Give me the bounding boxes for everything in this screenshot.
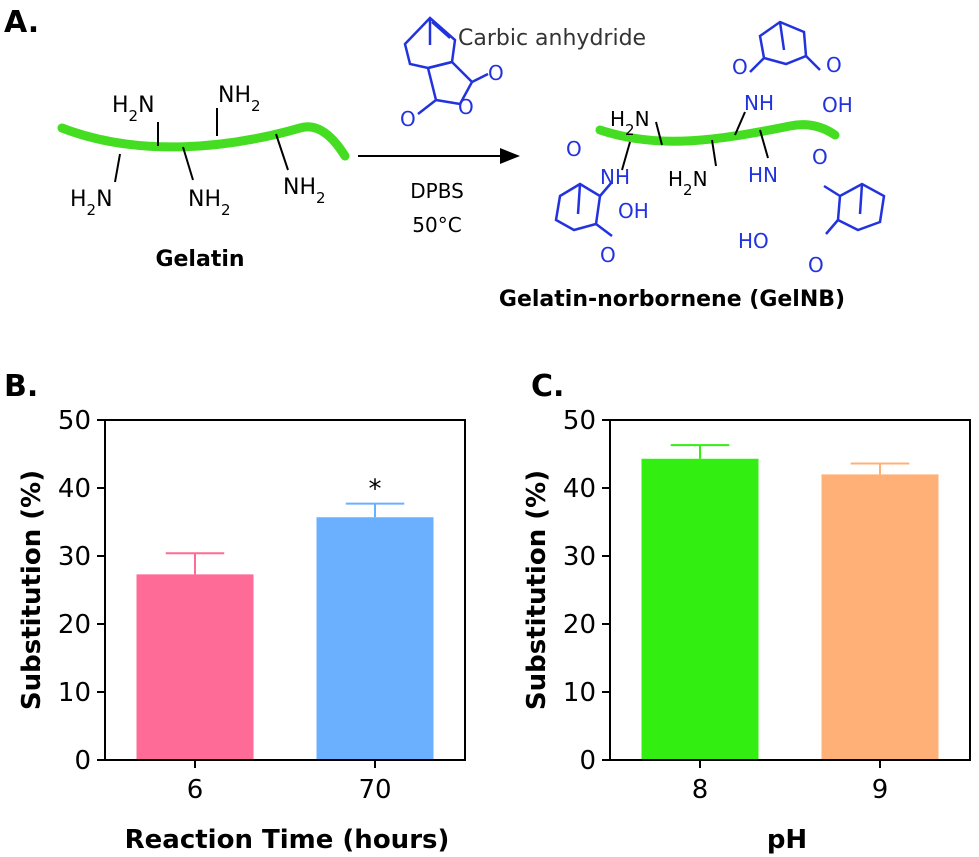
condition-temperature: 50°C <box>412 213 461 237</box>
acid-label: HO <box>738 229 769 253</box>
amide-label: HN <box>748 163 778 187</box>
y-tick-label: 40 <box>563 474 596 504</box>
y-axis-label: Substitution (%) <box>17 470 47 710</box>
oxygen-label: O <box>566 137 582 161</box>
arrow-head-icon <box>500 148 520 164</box>
bar <box>136 574 254 760</box>
y-axis-label: Substitution (%) <box>522 470 552 710</box>
anhydride-oxygen-labels: O O O <box>400 61 504 131</box>
chart-panel-b: B. 6 * 70 0 10 20 30 40 50 Substitution (%) Reac… <box>4 370 466 855</box>
y-tick-label: 30 <box>563 542 596 572</box>
bar <box>821 474 939 760</box>
y-tick-label: 50 <box>563 406 596 436</box>
y-tick-label: 0 <box>74 746 91 776</box>
amine-label: NH2 <box>283 175 326 207</box>
gelnb-labels: H2N H2N NH NH HN OH OH HO O O O O O O <box>566 53 853 277</box>
x-tick-label: 9 <box>872 775 889 805</box>
plot-frame <box>609 419 971 761</box>
x-tick-label: 70 <box>358 775 391 805</box>
oxygen-label: O <box>808 253 824 277</box>
gelnb-bonds <box>621 111 769 171</box>
panel-label-a: A. <box>4 5 39 40</box>
condition-solvent: DPBS <box>410 179 464 203</box>
bar <box>316 517 434 760</box>
oxygen-label: O <box>600 243 616 267</box>
x-tick-label: 6 <box>187 775 204 805</box>
amide-label: NH <box>600 165 630 189</box>
reagent-name: Carbic anhydride <box>458 26 646 51</box>
amine-label: NH2 <box>188 187 231 219</box>
panel-label-c: C. <box>531 370 564 404</box>
bar <box>641 458 759 760</box>
y-tick-label: 30 <box>58 542 91 572</box>
oxygen-label: O <box>812 145 828 169</box>
amine-label: H2N <box>112 93 155 125</box>
y-tick-label: 0 <box>579 746 596 776</box>
gelatin-chain <box>57 122 350 161</box>
chart-panel-c: C. 8 9 0 10 20 30 40 50 Substitution (%) pH <box>522 370 971 855</box>
chart-plot-b: 6 * 70 0 10 20 30 40 50 <box>58 406 466 805</box>
carbic-anhydride-structure <box>403 16 489 115</box>
oxygen-label: O <box>400 107 416 131</box>
gelnb-substituents <box>554 20 886 237</box>
x-axis-label: Reaction Time (hours) <box>125 825 450 855</box>
amine-label: NH2 <box>218 83 261 115</box>
plot-frame <box>104 419 466 761</box>
significance-marker: * <box>369 475 382 505</box>
amine-label: H2N <box>610 107 650 139</box>
acid-label: OH <box>822 93 853 117</box>
y-tick-label: 40 <box>58 474 91 504</box>
reactant-name: Gelatin <box>155 247 244 272</box>
product-name: Gelatin-norbornene (GelNB) <box>499 287 845 312</box>
oxygen-label: O <box>488 61 504 85</box>
gelatin-amine-bonds <box>114 108 289 183</box>
amide-label: NH <box>744 91 774 115</box>
oxygen-label: O <box>732 55 748 79</box>
chart-plot-c: 8 9 0 10 20 30 40 50 <box>563 406 971 805</box>
gelatin-amine-labels: H2N NH2 H2N NH2 NH2 <box>70 83 326 219</box>
amine-label: H2N <box>668 167 708 199</box>
acid-label: OH <box>618 199 649 223</box>
y-tick-label: 20 <box>58 610 91 640</box>
y-tick-label: 20 <box>563 610 596 640</box>
y-tick-label: 50 <box>58 406 91 436</box>
y-tick-label: 10 <box>58 678 91 708</box>
oxygen-label: O <box>826 53 842 77</box>
x-tick-label: 8 <box>692 775 709 805</box>
amine-label: H2N <box>70 187 113 219</box>
oxygen-label: O <box>458 95 474 119</box>
x-axis-label: pH <box>767 825 807 855</box>
y-tick-label: 10 <box>563 678 596 708</box>
reaction-scheme: A. H2N NH2 H2N NH2 NH2 Gelatin O O O Car… <box>4 5 886 312</box>
panel-label-b: B. <box>4 370 38 404</box>
